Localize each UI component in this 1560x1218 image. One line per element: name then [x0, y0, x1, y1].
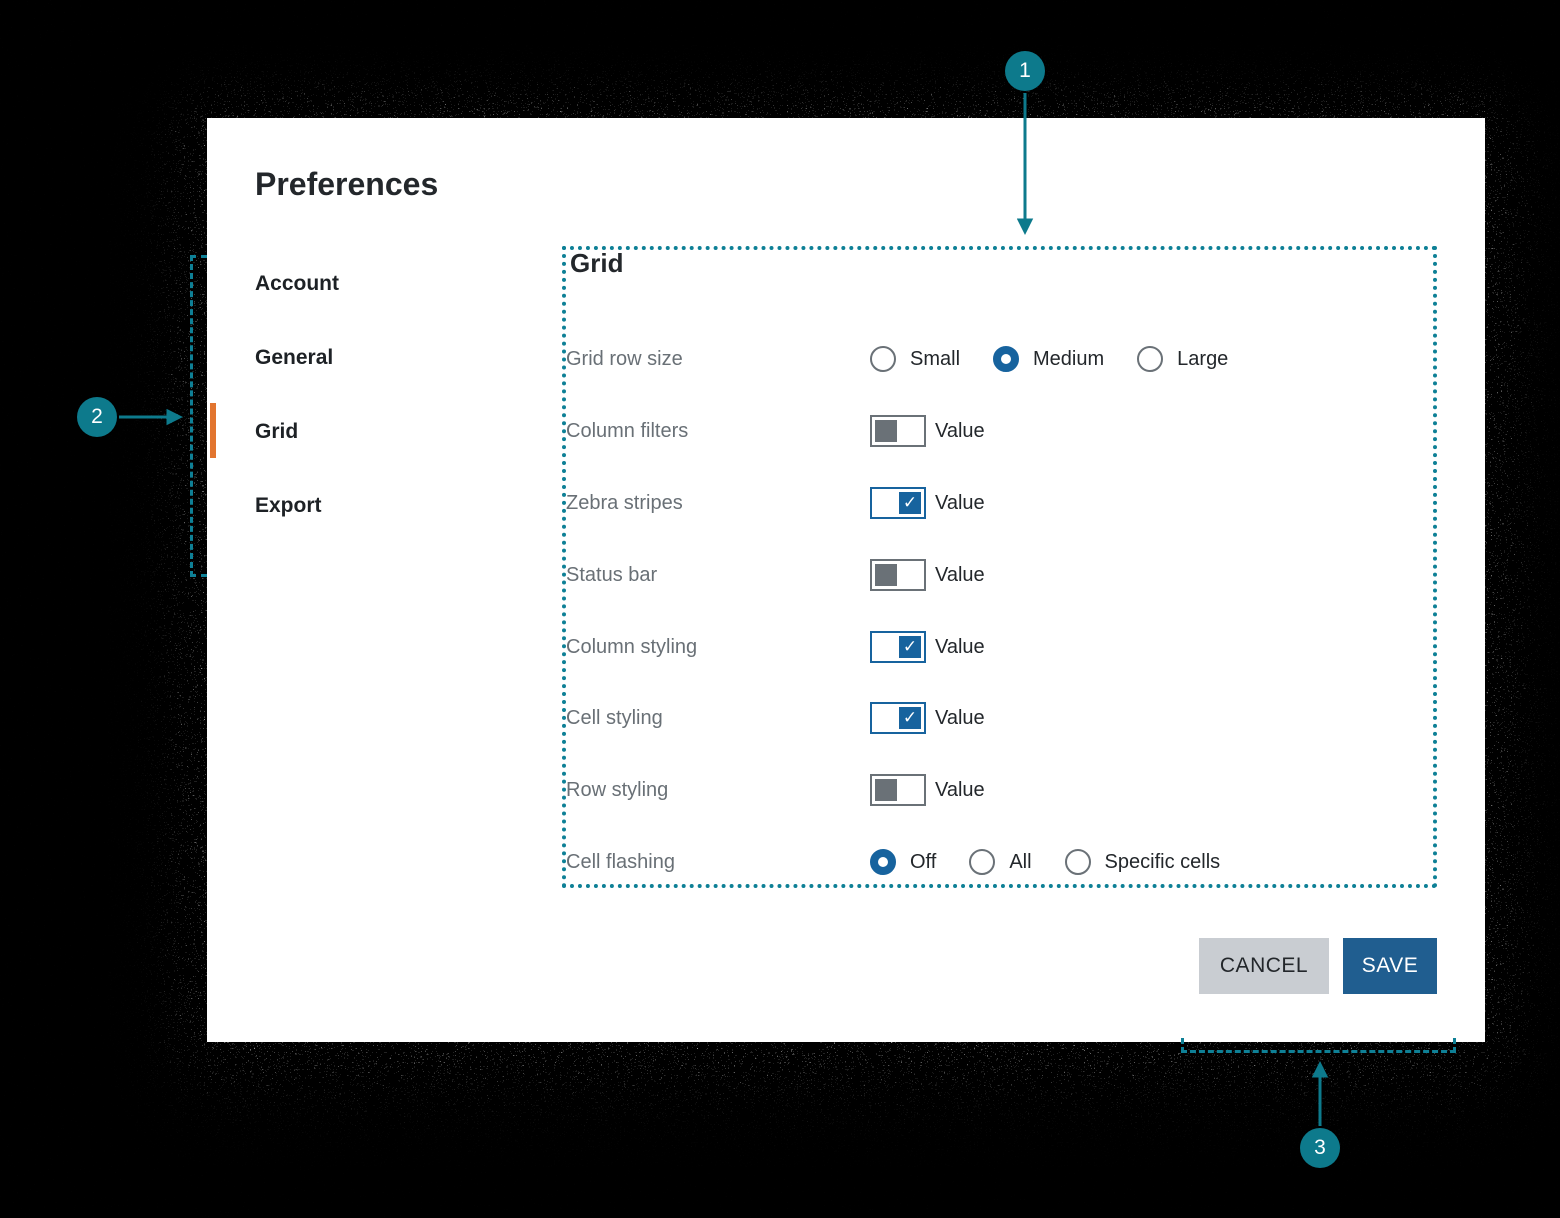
toggle-value-label: Value [935, 706, 985, 729]
setting-label: Status bar [566, 563, 658, 586]
status-bar-toggle[interactable] [870, 559, 926, 591]
check-icon: ✓ [899, 636, 921, 658]
cell-flashing-radio-group: Off All Specific cells [870, 849, 1253, 875]
setting-label: Cell styling [566, 706, 663, 729]
toggle-knob [875, 420, 897, 442]
radio-icon [870, 346, 896, 372]
toggle-value-label: Value [935, 635, 985, 658]
annotation-outline-grid-panel [562, 246, 1437, 888]
toggle-knob [875, 779, 897, 801]
setting-label: Grid row size [566, 347, 683, 370]
setting-row-row-styling: Row styling Value [566, 770, 1430, 810]
radio-icon [1064, 849, 1091, 875]
cell-styling-toggle[interactable]: ✓ [870, 702, 926, 734]
column-styling-toggle[interactable]: ✓ [870, 631, 926, 663]
check-icon: ✓ [899, 707, 921, 729]
sidebar-item-general[interactable]: General [255, 346, 334, 369]
sidebar-item-export[interactable]: Export [255, 494, 322, 517]
radio-icon [969, 849, 996, 875]
setting-label: Column filters [566, 419, 689, 442]
radio-checked-icon [870, 849, 896, 875]
setting-row-column-filters: Column filters Value [566, 411, 1430, 451]
page-title: Preferences [255, 166, 439, 202]
save-button[interactable]: SAVE [1343, 938, 1437, 994]
toggle-value-label: Value [935, 778, 985, 801]
setting-row-cell-styling: Cell styling ✓ Value [566, 698, 1430, 738]
radio-option-large[interactable]: Large [1137, 346, 1228, 372]
radio-option-specific-cells[interactable]: Specific cells [1064, 849, 1220, 875]
active-tab-indicator [210, 403, 216, 458]
annotation-outline-sidebar [190, 255, 207, 577]
setting-label: Row styling [566, 778, 669, 801]
setting-row-status-bar: Status bar Value [566, 555, 1430, 595]
grid-row-size-radio-group: Small Medium Large [870, 346, 1261, 372]
radio-option-off[interactable]: Off [870, 849, 936, 875]
annotation-badge-3: 3 [1300, 1128, 1340, 1168]
cancel-button[interactable]: CANCEL [1199, 938, 1329, 994]
sidebar-item-grid[interactable]: Grid [255, 420, 299, 443]
annotation-badge-2: 2 [77, 397, 117, 437]
radio-option-medium[interactable]: Medium [993, 346, 1104, 372]
annotation-outline-footer [1181, 1038, 1456, 1053]
check-icon: ✓ [899, 492, 921, 514]
radio-checked-icon [993, 346, 1020, 372]
annotation-badge-1: 1 [1005, 51, 1045, 91]
column-filters-toggle[interactable] [870, 415, 926, 447]
toggle-knob [875, 564, 897, 586]
radio-option-small[interactable]: Small [870, 346, 960, 372]
setting-row-zebra-stripes: Zebra stripes ✓ Value [566, 483, 1430, 523]
row-styling-toggle[interactable] [870, 774, 926, 806]
preferences-dialog [207, 118, 1485, 1042]
panel-heading: Grid [570, 248, 624, 278]
sidebar-item-account[interactable]: Account [255, 272, 339, 295]
toggle-value-label: Value [935, 491, 985, 514]
setting-label: Cell flashing [566, 850, 675, 873]
setting-row-grid-row-size: Grid row size Small Medium Large [566, 339, 1430, 379]
setting-row-column-styling: Column styling ✓ Value [566, 627, 1430, 667]
zebra-stripes-toggle[interactable]: ✓ [870, 487, 926, 519]
toggle-value-label: Value [935, 563, 985, 586]
radio-icon [1137, 346, 1164, 372]
setting-row-cell-flashing: Cell flashing Off All Specific cells [566, 842, 1430, 882]
toggle-value-label: Value [935, 419, 985, 442]
setting-label: Column styling [566, 635, 698, 658]
radio-option-all[interactable]: All [969, 849, 1032, 875]
setting-label: Zebra stripes [566, 491, 683, 514]
